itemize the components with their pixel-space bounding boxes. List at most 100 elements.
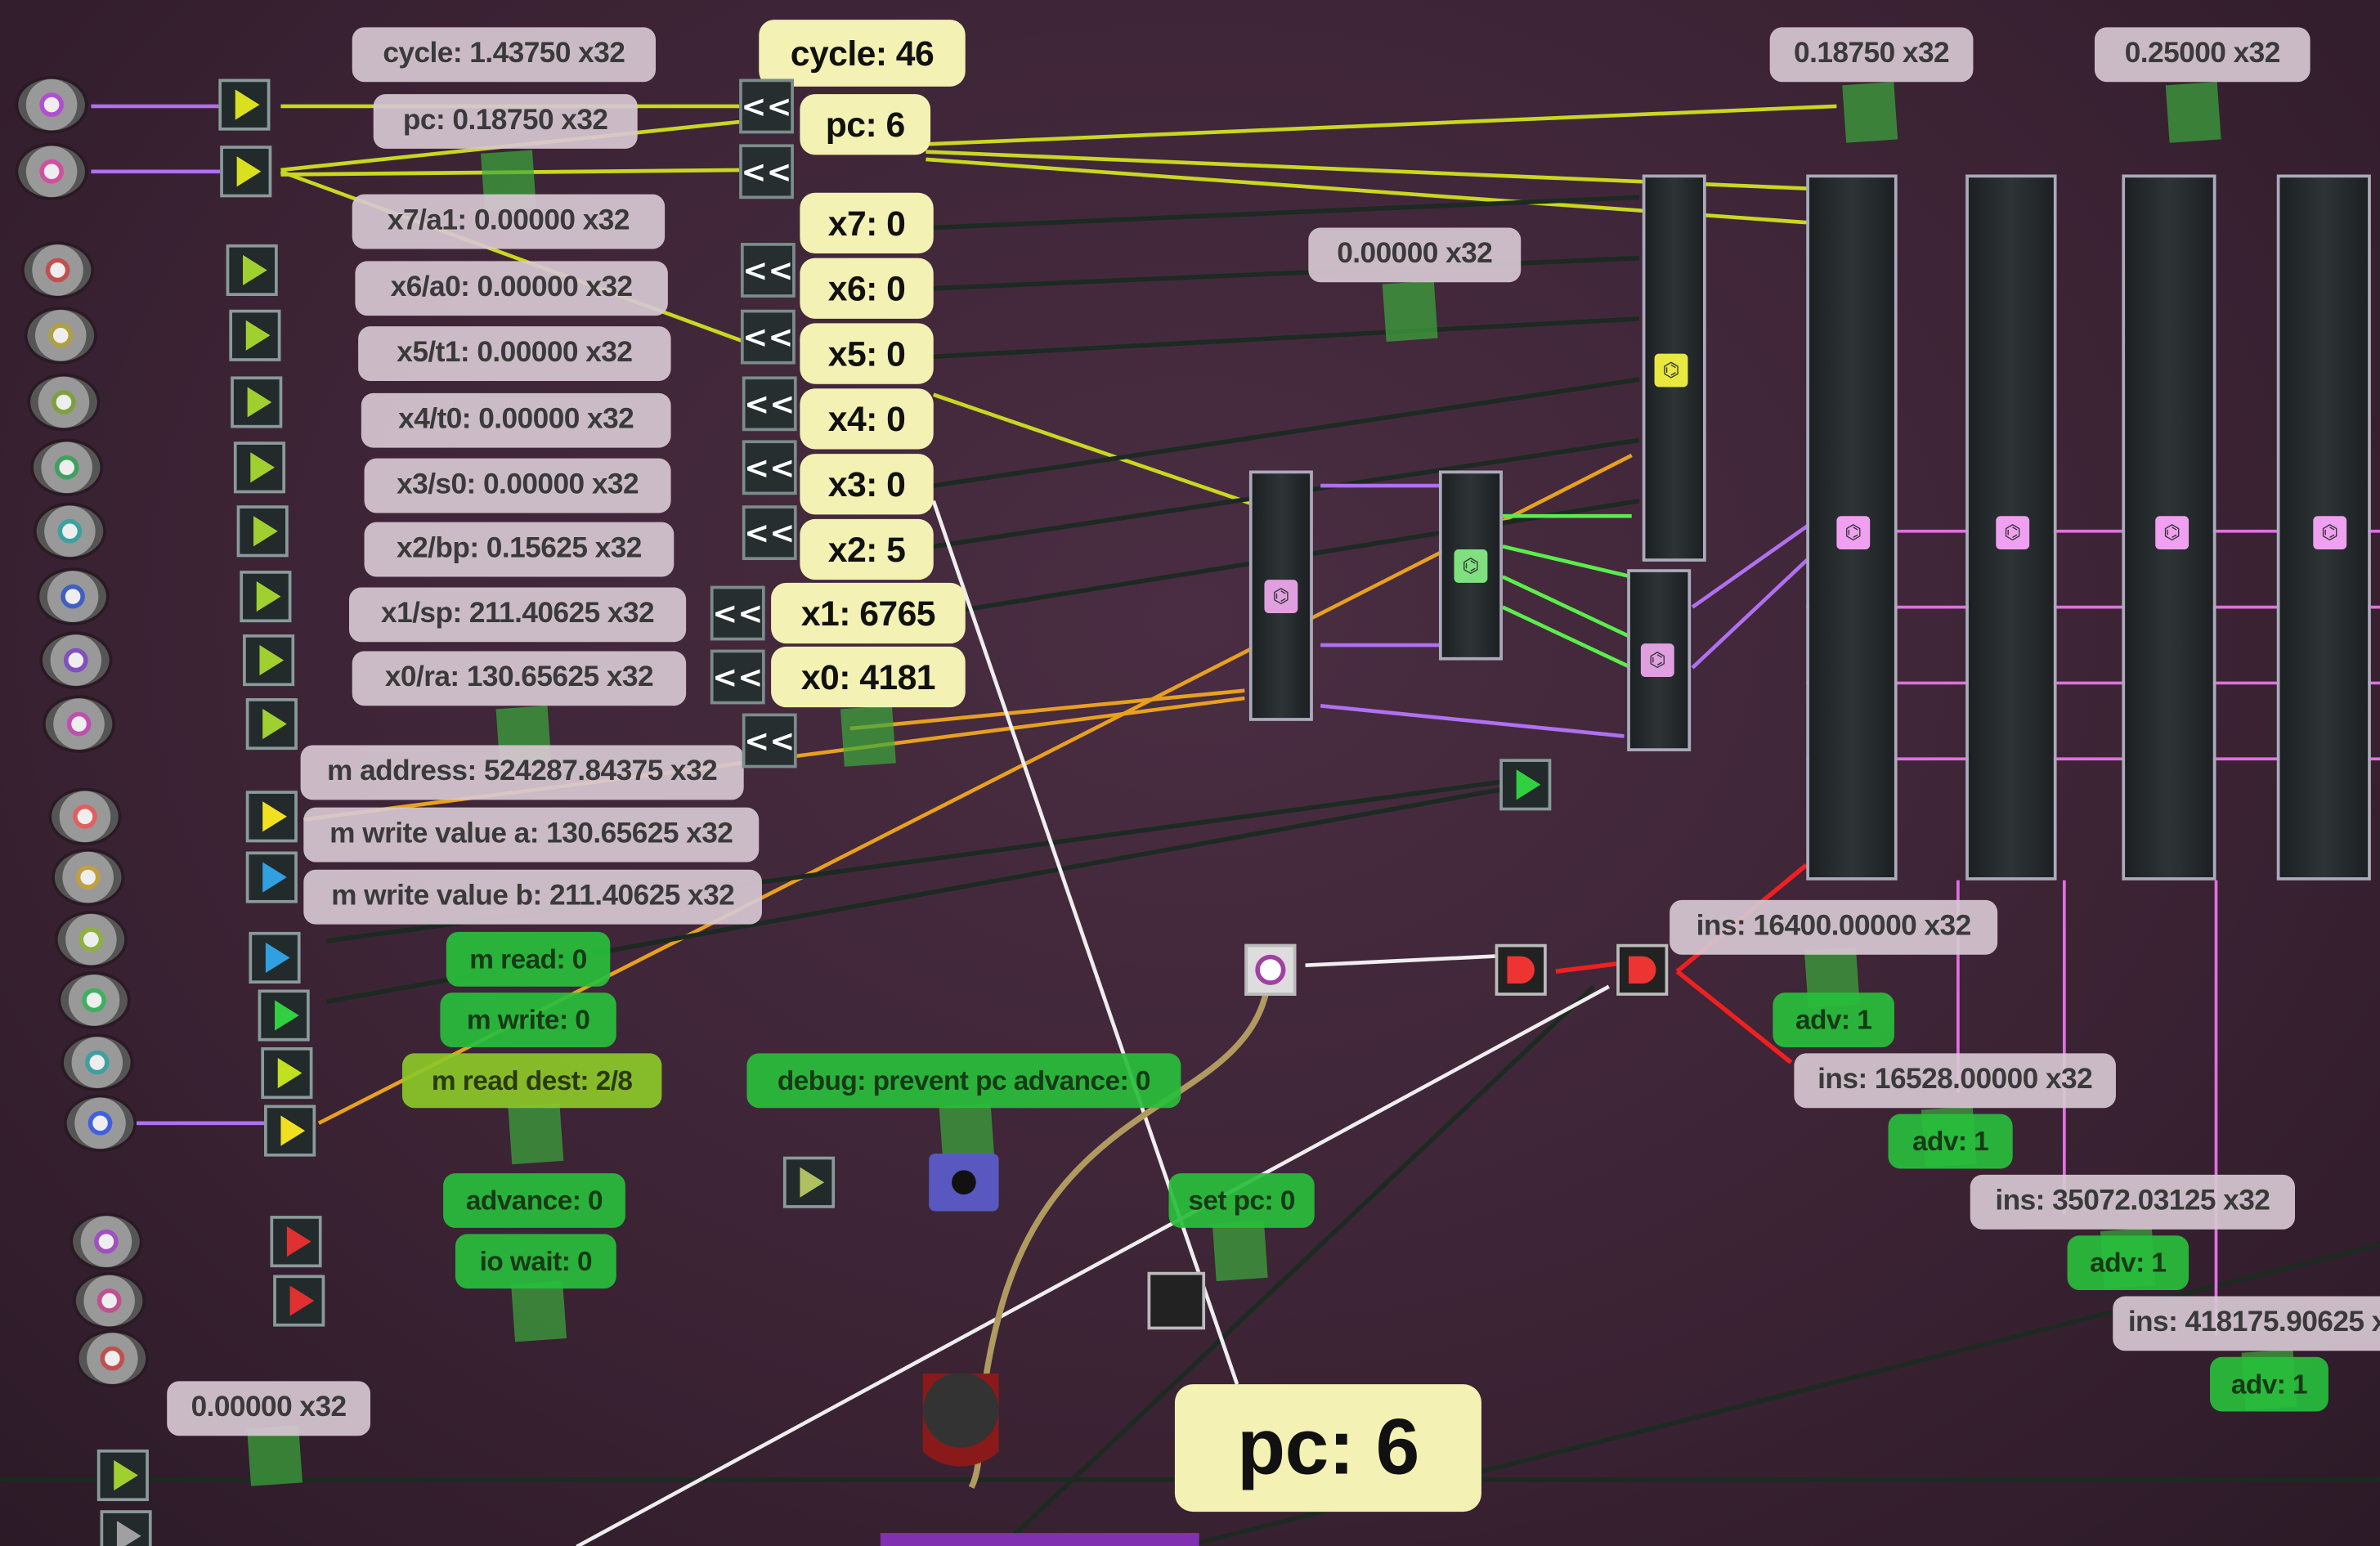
- play-button[interactable]: [273, 1275, 325, 1327]
- play-button[interactable]: [249, 931, 301, 984]
- tag-sticker: [511, 1280, 567, 1342]
- play-button[interactable]: [261, 1046, 313, 1100]
- memory-write-a-label: m write value a: 130.65625 x32: [303, 807, 760, 863]
- sensor-eye-icon: [61, 974, 128, 1026]
- sensor-eye-icon: [75, 1275, 143, 1327]
- play-button[interactable]: [1499, 759, 1552, 811]
- purple-platform: [880, 1533, 1199, 1546]
- sensor-eye-icon: [73, 1216, 140, 1268]
- play-button[interactable]: [226, 244, 278, 297]
- microchip[interactable]: [1627, 569, 1692, 751]
- io-wait-flag: io wait: 0: [455, 1234, 616, 1289]
- value-label: 0.00000 x32: [1308, 227, 1522, 283]
- m-read-dest-flag: m read dest: 2/8: [401, 1053, 662, 1109]
- sensor-eye-icon: [42, 634, 110, 687]
- play-button[interactable]: [245, 697, 298, 751]
- register-x0-label: x0/ra: 130.65625 x32: [352, 651, 687, 706]
- sensor-switch-icon[interactable]: [1244, 943, 1297, 996]
- sensor-eye-icon: [52, 791, 119, 843]
- chip-icon: ⌬: [1264, 580, 1298, 614]
- chip-icon: ⌬: [2313, 516, 2347, 550]
- purple-wires: [91, 104, 1823, 1126]
- sensor-eye-icon: [54, 851, 122, 903]
- rewind-button[interactable]: <<: [710, 649, 765, 705]
- camera-icon[interactable]: [929, 1153, 999, 1212]
- register-x1-display: x1: 6765: [771, 582, 966, 644]
- sensor-eye-icon: [18, 78, 85, 131]
- play-button[interactable]: [233, 441, 286, 494]
- tag-sticker: [1382, 280, 1438, 342]
- rewind-button[interactable]: <<: [739, 78, 794, 134]
- register-x0-display: x0: 4181: [771, 646, 966, 708]
- or-gate[interactable]: [1616, 943, 1669, 996]
- register-x7-display: x7: 0: [800, 192, 934, 254]
- register-x1-label: x1/sp: 211.40625 x32: [348, 587, 687, 643]
- sensor-eye-icon: [30, 376, 97, 428]
- chip-icon: ⌬: [1996, 516, 2030, 550]
- sensor-eye-icon: [36, 505, 104, 558]
- register-x7-label: x7/a1: 0.00000 x32: [352, 194, 666, 249]
- play-button[interactable]: [782, 1156, 836, 1208]
- sensor-eye-icon: [27, 309, 95, 361]
- register-x4-label: x4/t0: 0.00000 x32: [361, 392, 671, 448]
- logic-block[interactable]: [1147, 1271, 1206, 1330]
- memory-write-b-label: m write value b: 211.40625 x32: [303, 869, 762, 925]
- tag-sticker: [840, 706, 896, 767]
- instruction-label: ins: 418175.90625 x32: [2113, 1296, 2380, 1351]
- chip-icon: ⌬: [2155, 516, 2190, 550]
- play-button[interactable]: [245, 791, 298, 843]
- instruction-label: ins: 16400.00000 x32: [1670, 899, 1998, 955]
- and-gate[interactable]: [1495, 943, 1547, 996]
- rewind-button[interactable]: <<: [742, 440, 797, 495]
- play-button[interactable]: [220, 146, 272, 198]
- register-x6-display: x6: 0: [800, 258, 934, 319]
- play-button[interactable]: [231, 376, 283, 428]
- sensor-eye-icon: [66, 1097, 134, 1149]
- sensor-eye-icon: [45, 697, 113, 751]
- play-button[interactable]: [229, 309, 281, 361]
- sensor-eye-icon: [33, 441, 101, 494]
- chip-icon: ⌬: [1654, 353, 1688, 388]
- play-button[interactable]: [245, 851, 298, 903]
- instruction-label: ins: 16528.00000 x32: [1794, 1053, 2116, 1109]
- memory-address-label: m address: 524287.84375 x32: [300, 745, 744, 800]
- rewind-button[interactable]: <<: [710, 585, 765, 641]
- rewind-button[interactable]: <<: [742, 376, 797, 432]
- register-x2-display: x2: 5: [800, 518, 934, 580]
- advance-flag: adv: 1: [2210, 1356, 2328, 1412]
- advance-flag: adv: 1: [1773, 993, 1894, 1047]
- play-button[interactable]: [96, 1449, 149, 1502]
- rewind-button[interactable]: <<: [739, 144, 794, 199]
- rewind-button[interactable]: <<: [742, 713, 797, 769]
- play-button[interactable]: [218, 78, 271, 131]
- play-button[interactable]: [236, 505, 289, 558]
- debug-prevent-pc-advance-flag: debug: prevent pc advance: 0: [746, 1053, 1181, 1109]
- play-button[interactable]: [264, 1105, 316, 1157]
- sensor-eye-icon: [63, 1036, 131, 1089]
- register-x3-label: x3/s0: 0.00000 x32: [364, 458, 671, 513]
- cycle-counter-label: cycle: 1.43750 x32: [352, 27, 657, 83]
- rewind-button[interactable]: <<: [740, 309, 796, 365]
- rewind-button[interactable]: <<: [740, 243, 796, 298]
- m-read-flag: m read: 0: [446, 931, 611, 987]
- register-x5-label: x5/t1: 0.00000 x32: [358, 326, 671, 381]
- cycle-display: cycle: 46: [759, 20, 966, 87]
- rewind-button[interactable]: <<: [742, 505, 797, 561]
- play-button[interactable]: [100, 1510, 152, 1546]
- sensor-eye-icon: [18, 146, 85, 198]
- play-button[interactable]: [243, 634, 295, 687]
- play-button[interactable]: [240, 571, 292, 623]
- sensor-eye-icon: [78, 1333, 146, 1385]
- sensor-eye-icon: [57, 913, 125, 966]
- player-character: [922, 1373, 999, 1495]
- play-button[interactable]: [258, 989, 310, 1042]
- advance-flag: adv: 1: [1888, 1114, 2013, 1169]
- chip-icon: ⌬: [1836, 516, 1871, 550]
- advance-flag: adv: 1: [2067, 1235, 2190, 1291]
- play-button[interactable]: [270, 1216, 322, 1268]
- red-wires: [1555, 863, 1809, 1064]
- sensor-eye-icon: [24, 244, 92, 297]
